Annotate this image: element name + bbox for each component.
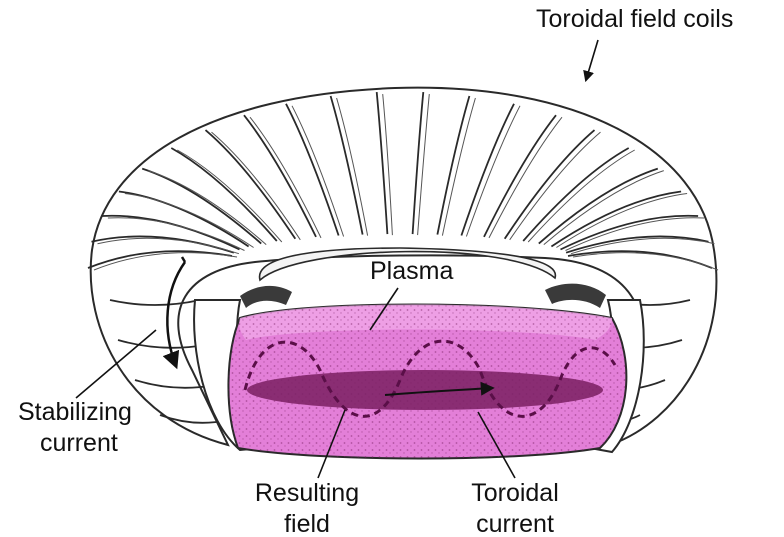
label-plasma: Plasma <box>370 256 453 287</box>
label-toroidal-field-coils: Toroidal field coils <box>536 4 733 35</box>
label-toroidal-current: Toroidal current <box>460 478 570 537</box>
label-stabilizing-current: Stabilizing current <box>18 397 132 459</box>
coils-leader <box>586 40 598 80</box>
label-resulting-field: Resulting field <box>252 478 362 537</box>
plasma-tube <box>228 305 626 459</box>
